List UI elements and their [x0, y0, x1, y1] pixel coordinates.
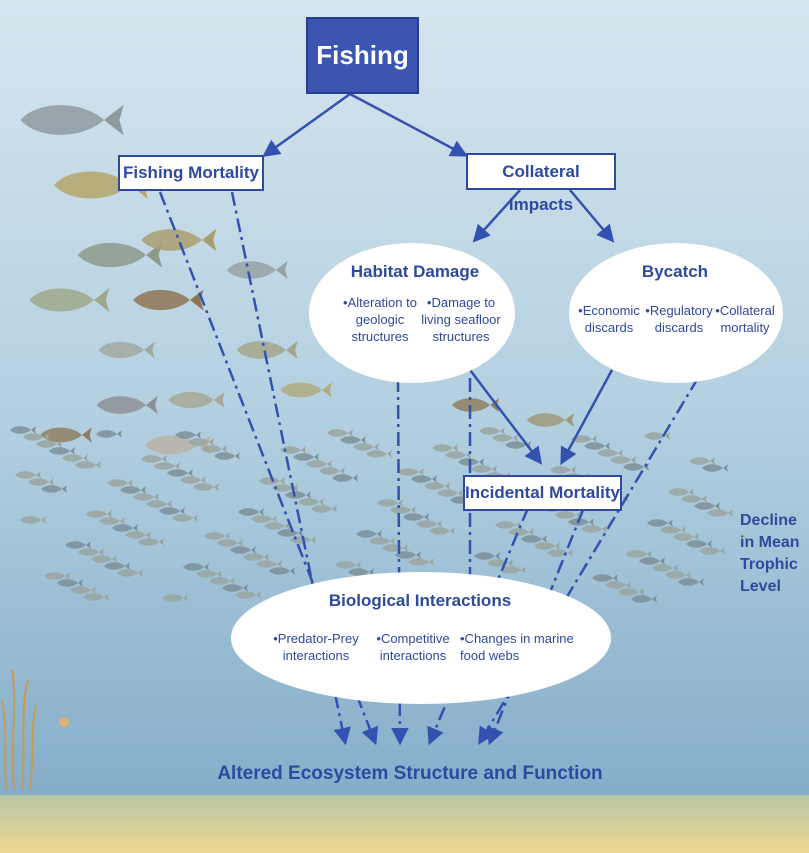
- trophic-level-label: Decline in Mean Trophic Level: [740, 510, 805, 598]
- bio-item-predator-prey: •Predator-Prey interactions: [266, 630, 366, 664]
- bycatch-item-regulatory: •Regulatory discards: [644, 302, 714, 336]
- habitat-item-seafloor: •Damage to living seafloor structures: [420, 294, 502, 345]
- habitat-item-geologic: •Alteration to geologic structures: [335, 294, 425, 345]
- bio-item-competitive: •Competitive interactions: [368, 630, 458, 664]
- trophic-line-3: Trophic: [740, 554, 805, 576]
- jellyfish-art: [59, 717, 69, 727]
- habitat-damage-title: Habitat Damage: [330, 262, 500, 282]
- biological-interactions-title: Biological Interactions: [290, 591, 550, 611]
- trophic-line-4: Level: [740, 576, 805, 598]
- bycatch-item-collateral: •Collateral mortality: [714, 302, 776, 336]
- outcome-label: Altered Ecosystem Structure and Function: [210, 763, 610, 785]
- bycatch-title: Bycatch: [600, 262, 750, 282]
- bycatch-item-economic: •Economic discards: [576, 302, 642, 336]
- collateral-impacts-box: Collateral Impacts: [466, 153, 616, 190]
- bio-item-food-webs: •Changes in marine food webs: [460, 630, 590, 664]
- seafloor-sand: [0, 795, 809, 853]
- fishing-mortality-box: Fishing Mortality: [118, 155, 264, 191]
- fishing-box: Fishing: [306, 17, 419, 94]
- incidental-mortality-box: Incidental Mortality: [463, 475, 622, 511]
- trophic-line-2: in Mean: [740, 532, 805, 554]
- trophic-line-1: Decline: [740, 510, 805, 532]
